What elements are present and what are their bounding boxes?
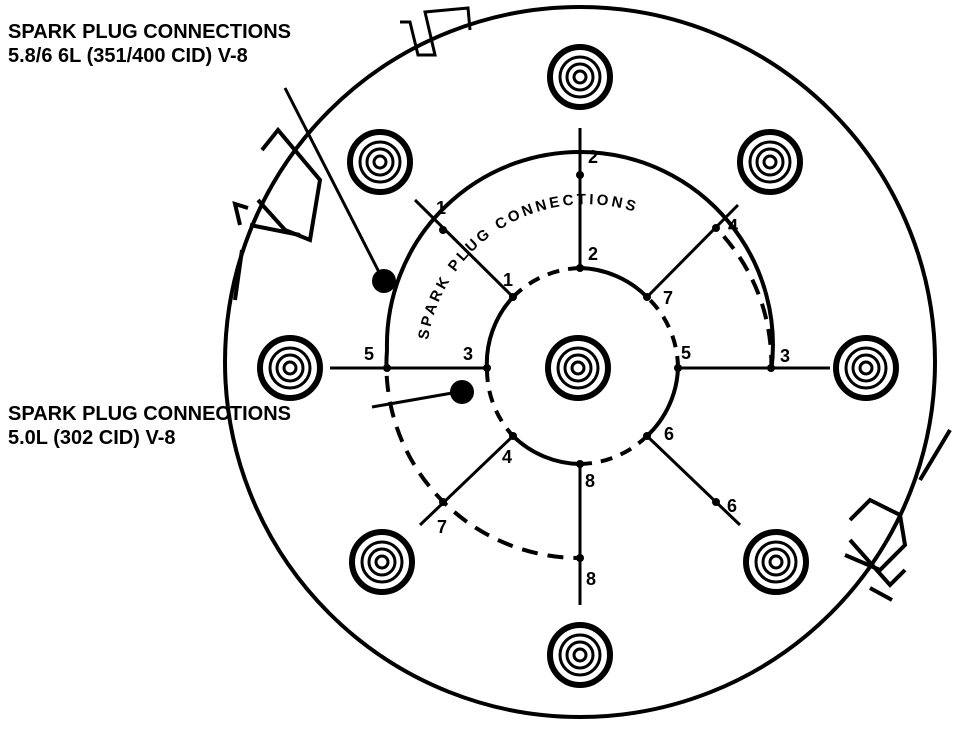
- outer-number-6: 6: [727, 496, 737, 516]
- left-clip: [232, 126, 323, 301]
- inner-number-5: 5: [681, 343, 691, 363]
- tower-top-right: [737, 129, 803, 195]
- tower-left: [257, 335, 323, 401]
- right-clip: [844, 428, 952, 602]
- callout-351-400-engine: 5.8/6 6L (351/400 CID) V-8: [8, 45, 248, 67]
- distributor-cap-outline: [223, 5, 937, 719]
- inner-number-1: 1: [503, 270, 513, 290]
- inner-ring-dashed-arc-right: [645, 295, 680, 369]
- outer-number-5: 5: [364, 344, 374, 364]
- leader-302: [371, 390, 459, 409]
- outer-number-3: 3: [780, 346, 790, 366]
- ring-label: SPARK PLUG CONNECTIONS: [415, 191, 641, 341]
- inner-ring-solid-arc-left: [484, 295, 515, 371]
- wire-7: [418, 434, 515, 527]
- callout-351-400: SPARK PLUG CONNECTIONS 5.8/6 6L (351/400…: [8, 20, 291, 68]
- leader-302-dot: [450, 380, 474, 404]
- tower-top: [547, 44, 613, 110]
- callout-302: SPARK PLUG CONNECTIONS 5.0L (302 CID) V-…: [8, 402, 291, 450]
- callout-302-engine: 5.0L (302 CID) V-8: [8, 427, 176, 449]
- tower-center: [545, 335, 611, 401]
- inner-number-7: 7: [663, 288, 673, 308]
- inner-number-2: 2: [588, 244, 598, 264]
- inner-ring-solid-arc-right: [645, 367, 680, 438]
- leader-351-400: [283, 87, 384, 279]
- outer-number-7: 7: [437, 517, 447, 537]
- callout-leaders: [283, 87, 474, 409]
- inner-number-3: 3: [463, 344, 473, 364]
- inner-firing-numbers: 1 2 7 5 6 8 4 3: [463, 244, 691, 491]
- outer-ring-dashed-arc-right: [714, 226, 774, 371]
- outer-ring-dashed-arc: [384, 349, 581, 561]
- wire-1: [413, 198, 515, 299]
- inner-ring-dashed-arc-left: [485, 369, 515, 438]
- inner-number-4: 4: [502, 447, 512, 467]
- callout-302-title: SPARK PLUG CONNECTIONS: [8, 403, 291, 425]
- callout-351-400-title: SPARK PLUG CONNECTIONS: [8, 21, 291, 43]
- inner-ring-dashed-arc-top: [511, 266, 581, 299]
- wire-4-top: [645, 203, 740, 299]
- outer-firing-numbers: 1 2 4 3 6 8 7 5: [364, 147, 790, 589]
- connection-dots: [383, 171, 775, 562]
- leader-351-400-dot: [372, 269, 396, 293]
- inner-ring-solid-arc-top: [579, 266, 649, 299]
- outer-number-8: 8: [586, 569, 596, 589]
- tower-right: [833, 335, 899, 401]
- tower-bottom: [547, 622, 613, 688]
- spark-plug-towers: [257, 44, 899, 688]
- inner-ring-solid-arc-bottom: [511, 434, 581, 466]
- inner-connection-ring: [484, 266, 680, 466]
- tower-bottom-right: [743, 529, 809, 595]
- top-tab: [400, 6, 472, 57]
- ring-label-text: SPARK PLUG CONNECTIONS: [415, 191, 638, 341]
- inner-number-6: 6: [664, 424, 674, 444]
- outer-ring-solid-arc: [384, 149, 775, 372]
- inner-number-8: 8: [585, 471, 595, 491]
- connection-wires: [330, 128, 830, 605]
- outer-number-2: 2: [588, 147, 598, 167]
- outer-number-1: 1: [436, 198, 446, 218]
- tower-top-left: [347, 129, 413, 195]
- inner-ring-dashed-arc-bottom: [579, 434, 649, 466]
- outer-connection-ring: [384, 149, 775, 561]
- wire-6: [645, 434, 742, 527]
- tower-bottom-left: [349, 529, 415, 595]
- outer-number-4: 4: [728, 216, 738, 236]
